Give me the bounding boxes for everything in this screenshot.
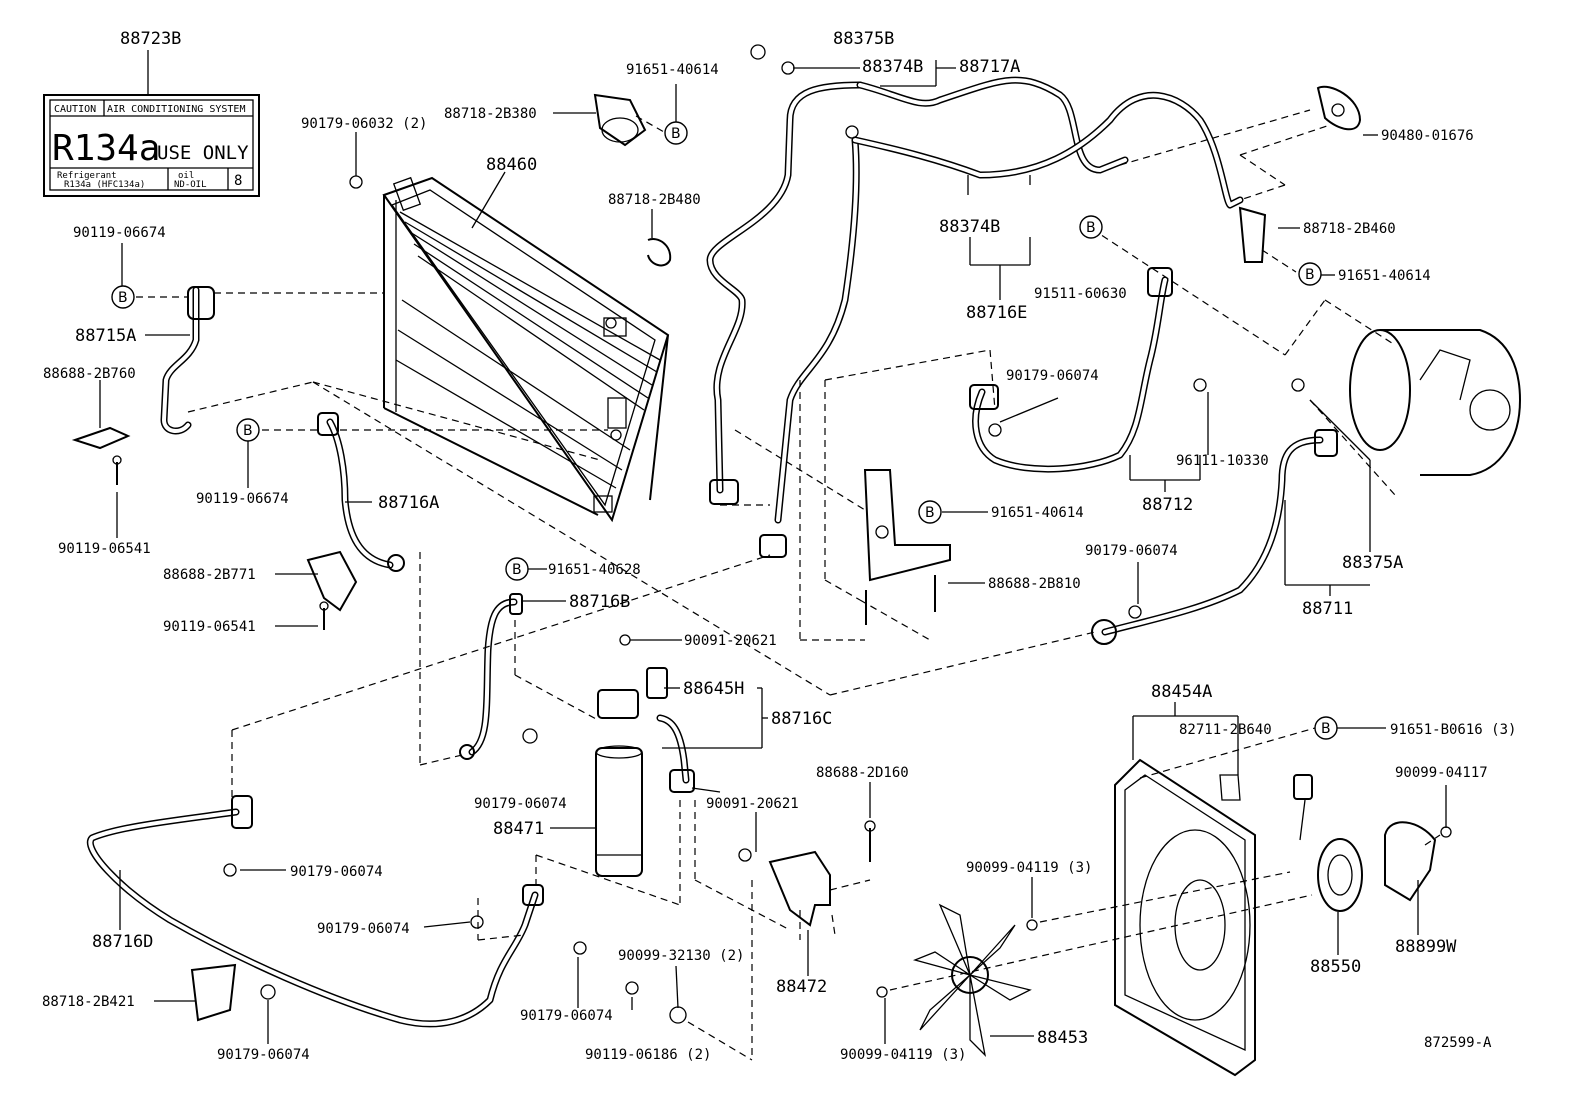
part-label: 90179-06074	[217, 1047, 310, 1063]
part-label: 88688-2B760	[43, 366, 136, 382]
pipe-runs	[86, 76, 1338, 1028]
plate-refrigerant-label: Refrigerant	[57, 171, 117, 181]
part-label: 88472	[776, 977, 827, 997]
part-label: 90179-06074	[1006, 368, 1099, 384]
part-label: 88723B	[120, 29, 181, 49]
compressor	[1349, 329, 1522, 476]
part-label: 88454A	[1151, 682, 1212, 702]
motor-bracket	[1384, 821, 1437, 902]
caution-plate: CAUTION AIR CONDITIONING SYSTEM R134a US…	[43, 94, 260, 197]
condenser-drawing	[382, 176, 670, 523]
plate-main-big: R134a	[52, 128, 160, 169]
part-label: 88717A	[959, 57, 1020, 77]
plate-header-left: CAUTION	[54, 104, 96, 115]
part-label: 90179-06074	[474, 796, 567, 812]
part-label: 90179-06032 (2)	[301, 116, 427, 132]
part-label: 96111-10330	[1176, 453, 1269, 469]
ref-marker-b: B	[925, 505, 935, 521]
part-label: 90099-04119 (3)	[840, 1047, 966, 1063]
plate-main-small: USE ONLY	[157, 142, 249, 164]
part-label: 91511-60630	[1034, 286, 1127, 302]
part-label: 88716B	[569, 592, 630, 612]
diagram-ref-code: 872599-A	[1424, 1035, 1492, 1051]
ref-marker-b: B	[118, 290, 128, 306]
part-label: 90119-06541	[163, 619, 256, 635]
ref-marker-b: B	[1305, 267, 1315, 283]
ref-marker-b: B	[1086, 220, 1096, 236]
part-label: 88716D	[92, 932, 153, 952]
fan-motor	[1293, 774, 1363, 912]
part-label: 88374B	[862, 57, 923, 77]
part-label: 88715A	[75, 326, 136, 346]
ref-marker-b: B	[1321, 721, 1331, 737]
part-label: 88899W	[1395, 937, 1457, 957]
part-label: 88716E	[966, 303, 1027, 323]
plate-header-right: AIR CONDITIONING SYSTEM	[107, 104, 245, 115]
part-label: 91651-40628	[548, 562, 641, 578]
part-label: 88471	[493, 819, 544, 839]
part-label: 88550	[1310, 957, 1361, 977]
part-label: 91651-40614	[991, 505, 1084, 521]
part-label: 90091-20621	[706, 796, 799, 812]
part-label: 88374B	[939, 217, 1000, 237]
part-label: 88716A	[378, 493, 439, 513]
receiver-dryer	[595, 667, 668, 877]
part-label: 88716C	[771, 709, 832, 729]
part-label: 88375A	[1342, 553, 1403, 573]
part-label: 88688-2B771	[163, 567, 256, 583]
part-label: 82711-2B640	[1179, 722, 1272, 738]
plate-oil-label: oil	[178, 171, 194, 181]
part-label: 90179-06074	[317, 921, 410, 937]
fan-blade	[912, 903, 1032, 1057]
plate-oil-number: 8	[234, 173, 242, 189]
part-label: 90119-06541	[58, 541, 151, 557]
leader-lines	[99, 50, 1447, 1044]
part-label: 88688-2B810	[988, 576, 1081, 592]
part-label: 88460	[486, 155, 537, 175]
part-label: 88718-2B380	[444, 106, 537, 122]
part-label: 90091-20621	[684, 633, 777, 649]
part-label: 91651-40614	[626, 62, 719, 78]
part-label: 90099-32130 (2)	[618, 948, 744, 964]
part-labels: 88723B 90179-06032 (2) 88460 91651-40614…	[42, 29, 1516, 1063]
ref-markers: B B B B B B B B	[111, 121, 1338, 740]
fan-assembly	[912, 758, 1437, 1077]
part-label: 90119-06674	[73, 225, 166, 241]
part-label: 90099-04117	[1395, 765, 1488, 781]
part-label: 88645H	[683, 679, 744, 699]
part-label: 90179-06074	[520, 1008, 613, 1024]
part-label: 90099-04119 (3)	[966, 860, 1092, 876]
part-label: 88375B	[833, 29, 894, 49]
part-label: 88718-2B421	[42, 994, 135, 1010]
ref-marker-b: B	[243, 423, 253, 439]
part-label: 88711	[1302, 599, 1353, 619]
plate-refrigerant-value: R134a (HFC134a)	[64, 180, 145, 190]
part-label: 90480-01676	[1381, 128, 1474, 144]
part-label: 88688-2D160	[816, 765, 909, 781]
part-label: 90179-06074	[1085, 543, 1178, 559]
ref-marker-b: B	[671, 126, 681, 142]
plate-oil-value: ND-OIL	[174, 180, 207, 190]
ref-marker-b: B	[512, 562, 522, 578]
part-label: 90119-06674	[196, 491, 289, 507]
dashed-reference-lines	[136, 109, 1441, 1061]
part-label: 88453	[1037, 1028, 1088, 1048]
part-label: 88718-2B480	[608, 192, 701, 208]
part-label: 88712	[1142, 495, 1193, 515]
part-label: 88718-2B460	[1303, 221, 1396, 237]
part-label: 90119-06186 (2)	[585, 1047, 711, 1063]
part-label: 91651-40614	[1338, 268, 1431, 284]
part-label: 90179-06074	[290, 864, 383, 880]
part-label: 91651-B0616 (3)	[1390, 722, 1516, 738]
